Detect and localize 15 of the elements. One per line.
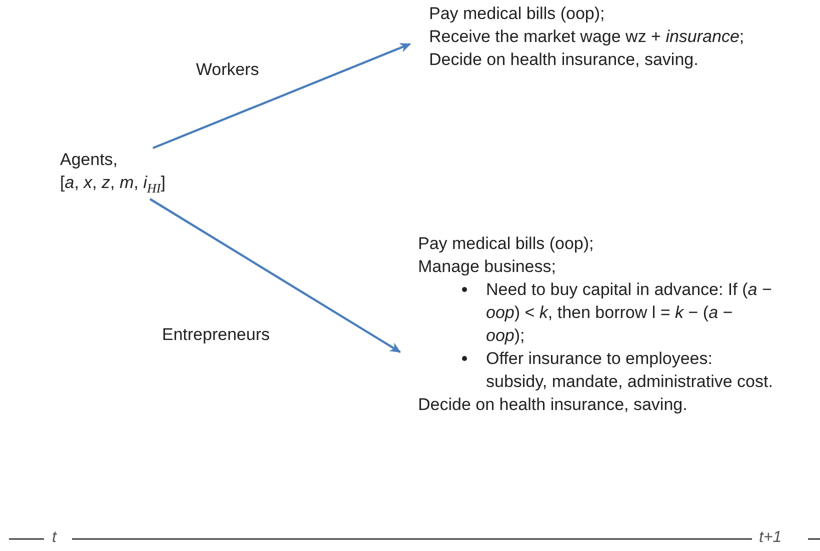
node-text: Decide on health insurance, saving. — [418, 394, 688, 416]
arrow — [149, 198, 401, 353]
edge-label: Entrepreneurs — [162, 325, 270, 345]
node-text: Pay medical bills (oop); — [429, 3, 606, 25]
bullet-item: Need to buy capital in advance: If (a − oop) < k, then borrow l = k − (a − oop); — [456, 278, 775, 347]
node-text: [a, x, z, m, i$_{HI}$] — [60, 172, 166, 198]
node-text: Manage business; — [418, 256, 557, 278]
time-label: t+1 — [759, 529, 782, 547]
time-label: t — [52, 529, 56, 547]
node-text: Agents, — [60, 149, 119, 171]
bullet-item: Offer insurance to employees: subsidy, mandate, administrative cost. — [456, 347, 775, 393]
arrow — [152, 42, 412, 150]
node-text: Decide on health insurance, saving. — [429, 49, 700, 71]
node-text: Receive the market wage wz + insurance; — [429, 26, 746, 48]
node-text: Pay medical bills (oop); — [418, 233, 595, 255]
